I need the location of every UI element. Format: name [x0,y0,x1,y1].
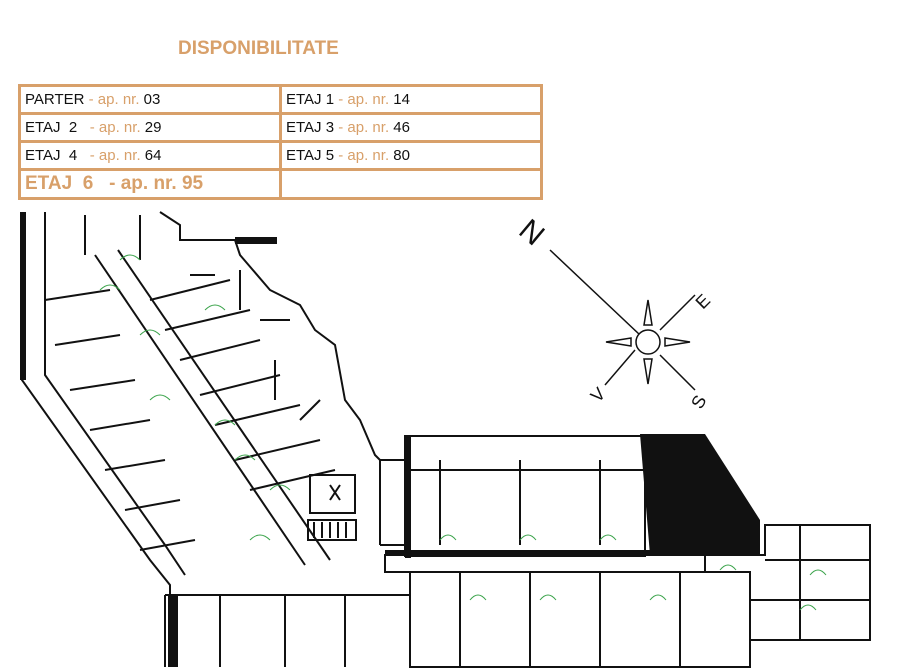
corridor-wall [94,254,306,566]
black-block [640,434,760,555]
wall-thick [20,212,26,380]
partition [149,279,336,491]
compass-v-label: V [587,384,610,407]
corridor-wall [117,249,331,561]
table-row-highlight: ETAJ 6 - ap. nr. 95 [18,168,543,200]
table-cell: ETAJ 1 - ap. nr. 14 [279,84,543,115]
wall [379,459,405,546]
stair-steps [313,522,347,538]
partition [459,572,681,667]
partition [750,525,870,640]
table-row: ETAJ 4 - ap. nr. 64 ETAJ 5 - ap. nr. 80 [18,140,543,171]
wall-thick [168,595,178,667]
table-row: PARTER - ap. nr. 03 ETAJ 1 - ap. nr. 14 [18,84,543,115]
table-cell: PARTER - ap. nr. 03 [18,84,282,115]
table-cell: ETAJ 2 - ap. nr. 29 [18,112,282,143]
availability-table: PARTER - ap. nr. 03 ETAJ 1 - ap. nr. 14 … [18,84,543,200]
partition [84,215,321,421]
door-arcs [99,254,291,541]
partition [405,460,645,545]
table-cell: ETAJ 5 - ap. nr. 80 [279,140,543,171]
corridor [384,554,706,573]
wall-thick [385,550,705,556]
door-arcs [439,534,827,611]
table-cell-empty [279,168,543,200]
compass-e-label: E [692,290,715,313]
table-cell: ETAJ 3 - ap. nr. 46 [279,112,543,143]
partition [219,595,346,667]
page-title: DISPONIBILITATE [178,38,339,59]
table-row: ETAJ 2 - ap. nr. 29 ETAJ 3 - ap. nr. 46 [18,112,543,143]
wall [159,211,381,461]
stair [307,519,357,541]
wall [44,212,186,576]
wall-thick [405,436,411,558]
lift [309,474,356,514]
table-cell: ETAJ 4 - ap. nr. 64 [18,140,282,171]
compass-s-label: S [687,392,710,412]
wall-thick [235,237,277,244]
compass-rose-icon [549,249,696,391]
wall [164,594,411,667]
lift-x [329,484,341,501]
table-cell: ETAJ 6 - ap. nr. 95 [18,168,282,200]
compass-n-label: N [513,213,551,252]
wall [705,524,871,667]
partition [44,289,196,551]
